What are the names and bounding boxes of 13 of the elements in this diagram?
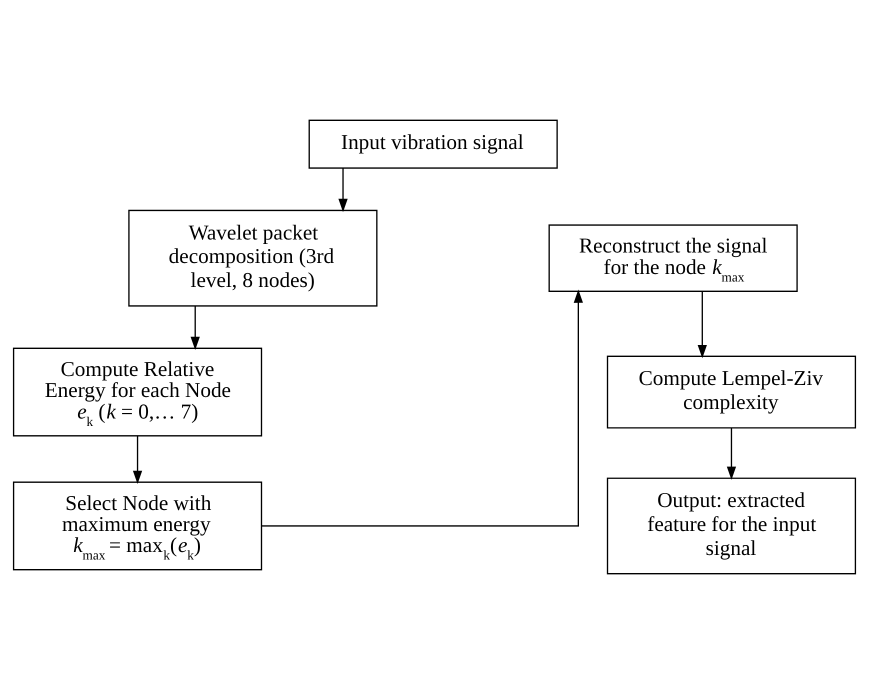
- node-box: Select Node with maximum energy k$_{max}$ = max$_{k}$(e$_{k}$): [12, 481, 262, 570]
- node-box: Output: extracted feature for the input signal: [606, 477, 856, 574]
- arrow: [726, 427, 736, 480]
- node-box: Wavelet packet decomposition (3rd level, 8 nodes): [128, 209, 378, 306]
- node-box: Input vibration signal: [308, 119, 558, 168]
- arrow: [132, 435, 142, 484]
- arrow: [262, 289, 583, 526]
- node-box: Reconstruct the signal for the node k$_{max}$: [548, 224, 798, 292]
- arrow: [698, 291, 707, 358]
- node-box: Compute Relative Energy for each Node e$_{k}$ (k = 0,… 7): [12, 347, 262, 436]
- node-box: Compute Lempel-Ziv complexity: [606, 355, 856, 428]
- arrow: [338, 168, 348, 212]
- arrow: [190, 306, 200, 350]
